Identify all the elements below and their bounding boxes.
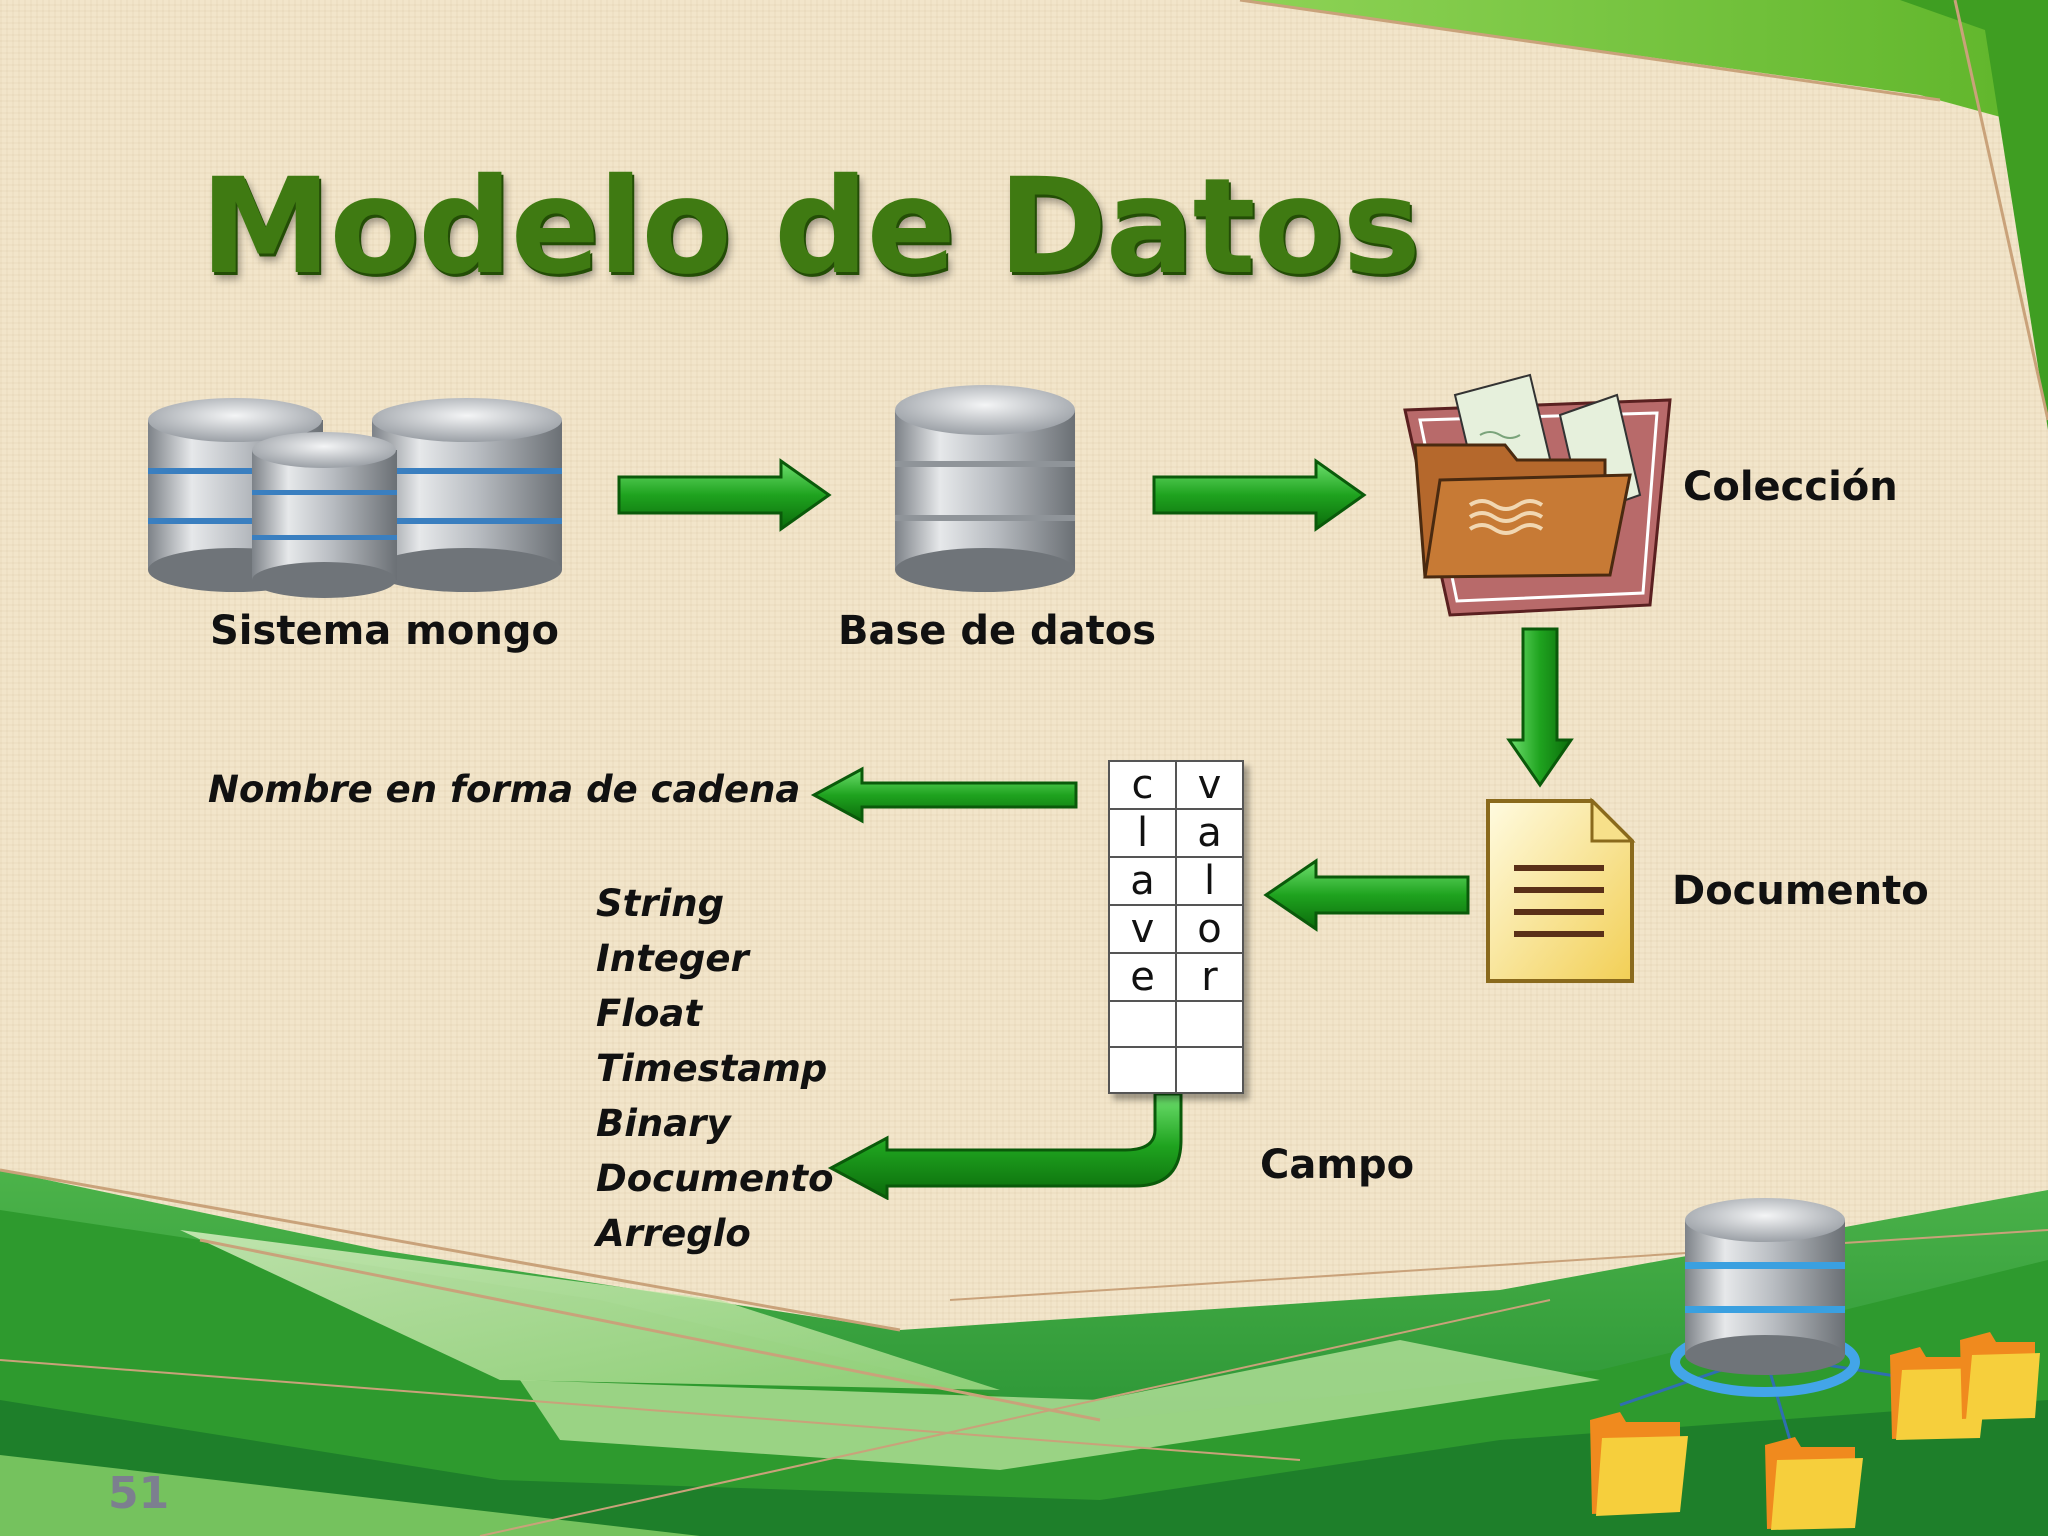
key-value-table: c v l a a l v o e r	[1108, 760, 1244, 1094]
list-item: Documento	[596, 1157, 834, 1200]
key-letter: v	[1108, 904, 1177, 954]
table-row: a l	[1108, 856, 1244, 906]
table-row: c v	[1108, 760, 1244, 810]
arrow-down-icon	[1506, 627, 1574, 788]
table-row-empty	[1108, 1046, 1244, 1094]
table-row: e r	[1108, 952, 1244, 1002]
label-sistema-mongo: Sistema mongo	[210, 608, 559, 654]
curved-arrow-icon	[827, 1092, 1183, 1200]
database-cluster-icon	[148, 398, 562, 598]
arrow-right-icon	[1152, 458, 1367, 532]
label-base-de-datos: Base de datos	[838, 608, 1157, 654]
value-letter: r	[1175, 952, 1244, 1002]
value-letter: l	[1175, 856, 1244, 906]
list-item: Float	[596, 992, 703, 1035]
value-letter: v	[1175, 760, 1244, 810]
database-network-icon	[1590, 1198, 2040, 1530]
key-letter: a	[1108, 856, 1177, 906]
label-coleccion: Colección	[1683, 464, 1898, 510]
list-item: Binary	[596, 1102, 731, 1145]
list-item: String	[596, 882, 725, 925]
arrow-right-icon	[617, 458, 832, 532]
value-letter: o	[1175, 904, 1244, 954]
page-number: 51	[108, 1468, 170, 1519]
key-letter: c	[1108, 760, 1177, 810]
document-icon	[1486, 797, 1636, 983]
table-row: v o	[1108, 904, 1244, 954]
key-letter: e	[1108, 952, 1177, 1002]
key-letter: l	[1108, 808, 1177, 858]
arrow-left-icon	[810, 766, 1078, 824]
table-row-empty	[1108, 1000, 1244, 1048]
list-item: Integer	[596, 937, 749, 980]
value-letter: a	[1175, 808, 1244, 858]
types-list: String Integer Float Timestamp Binary Do…	[596, 876, 834, 1261]
table-row: l a	[1108, 808, 1244, 858]
database-icon	[895, 385, 1075, 592]
slide-title: Modelo de Datos	[200, 150, 1421, 304]
folder-icon	[1403, 373, 1672, 617]
label-campo: Campo	[1260, 1142, 1415, 1188]
list-item: Arreglo	[596, 1212, 751, 1255]
label-nombre-cadena: Nombre en forma de cadena	[208, 768, 801, 811]
label-documento: Documento	[1672, 868, 1929, 914]
list-item: Timestamp	[596, 1047, 828, 1090]
arrow-left-icon	[1263, 858, 1470, 932]
